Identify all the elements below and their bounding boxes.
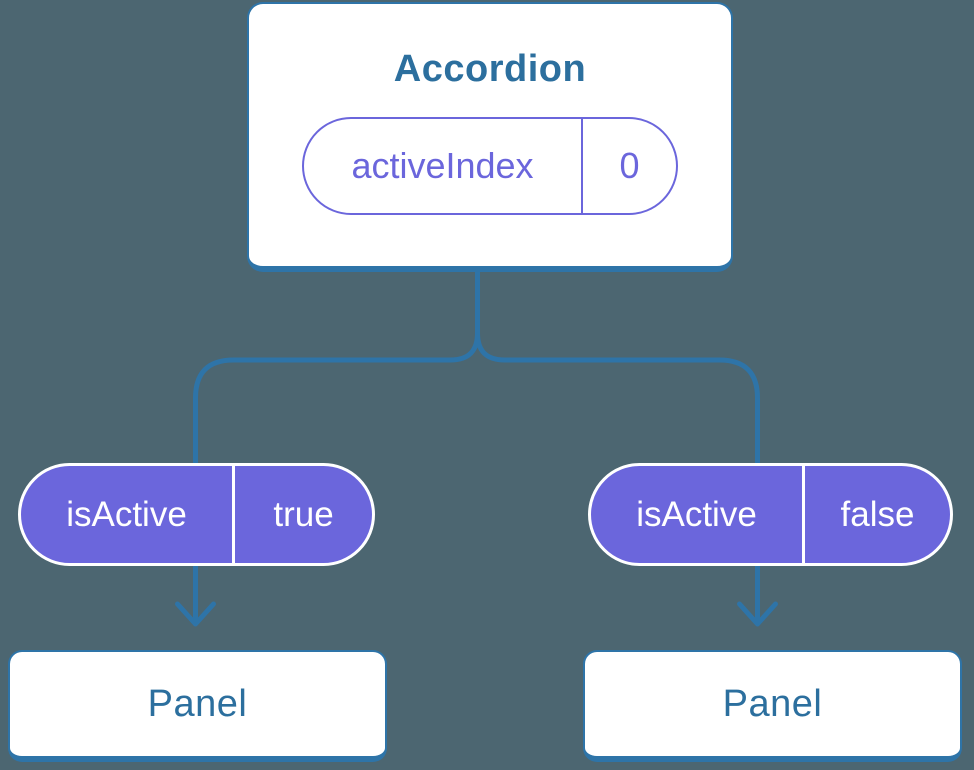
state-pill-value: 0 (581, 119, 676, 213)
prop-pill-left-value: true (232, 466, 372, 563)
prop-pill-right-label: isActive (636, 494, 757, 534)
panel-right-title: Panel (722, 682, 823, 725)
accordion-card: Accordion activeIndex 0 (247, 2, 733, 272)
state-pill: activeIndex 0 (302, 117, 678, 215)
prop-pill-left: isActive true (18, 463, 375, 566)
state-pill-label: activeIndex (351, 145, 534, 186)
arrow-right-head (737, 601, 778, 627)
branch-line-right (475, 263, 760, 469)
branch-line-left (193, 263, 480, 469)
accordion-title: Accordion (393, 48, 587, 90)
prop-pill-right: isActive false (588, 463, 953, 566)
panel-card-left: Panel (8, 650, 387, 762)
panel-card-right: Panel (583, 650, 962, 762)
panel-left-title: Panel (147, 682, 248, 725)
arrow-left-head (175, 601, 216, 627)
prop-pill-left-label: isActive (66, 494, 187, 534)
prop-pill-right-value: false (802, 466, 950, 563)
